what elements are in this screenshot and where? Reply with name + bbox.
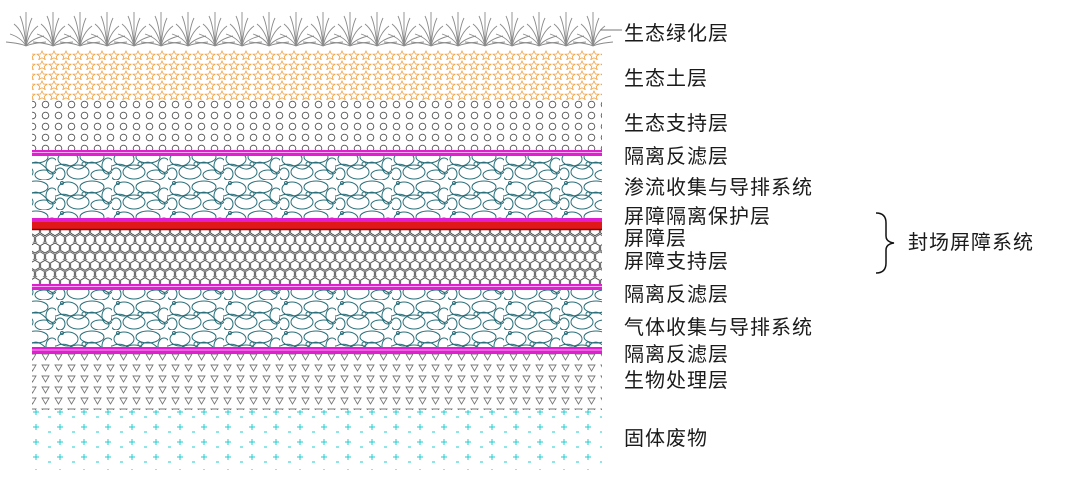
grass-tuft <box>437 12 479 47</box>
grass-tuft <box>167 12 209 47</box>
grass-tuft <box>302 12 344 47</box>
label-filter-1: 隔离反滤层 <box>624 144 729 168</box>
grass-tuft <box>572 12 614 47</box>
label-filter-3: 隔离反滤层 <box>624 342 729 366</box>
grass-tuft <box>5 12 47 47</box>
band-gas <box>32 290 602 347</box>
grass-tuft <box>248 12 290 47</box>
grass-tuft <box>545 12 587 47</box>
grass-tuft <box>32 12 74 47</box>
label-barrier-support: 屏障支持层 <box>624 249 729 273</box>
grass-tuft <box>221 12 263 47</box>
label-bio: 生物处理层 <box>624 368 729 392</box>
band-bio <box>32 354 602 410</box>
band-barrier-protect <box>32 222 602 229</box>
band-barrier <box>32 230 602 284</box>
label-waste: 固体废物 <box>624 426 708 450</box>
grass-tuft <box>383 12 425 47</box>
label-eco-support: 生态支持层 <box>624 111 729 135</box>
grass-tuft <box>329 12 371 47</box>
grass-tuft <box>59 12 101 47</box>
band-filter-1b <box>32 218 602 222</box>
group-label: 封场屏障系统 <box>908 230 1034 254</box>
grass-tuft <box>113 12 155 47</box>
label-barrier-protect: 屏障隔离保护层 <box>624 204 771 228</box>
band-waste <box>32 410 602 470</box>
band-eco-soil <box>32 50 602 100</box>
label-barrier: 屏障层 <box>624 226 687 250</box>
label-gas: 气体收集与导排系统 <box>624 315 813 339</box>
label-filter-2: 隔离反滤层 <box>624 282 729 306</box>
band-seepage <box>32 156 602 218</box>
grass-tuft <box>86 12 128 47</box>
band-eco-support <box>32 100 602 150</box>
grass-tuft <box>194 12 236 47</box>
label-eco-soil: 生态土层 <box>624 66 708 90</box>
group-brace <box>875 212 895 274</box>
grass-tuft <box>491 12 533 47</box>
grass-tuft <box>356 12 398 47</box>
label-seepage: 渗流收集与导排系统 <box>624 175 813 199</box>
grass-tuft <box>464 12 506 47</box>
label-eco-green: 生态绿化层 <box>624 21 729 45</box>
grass-tuft <box>275 12 317 47</box>
grass-tuft <box>518 12 560 47</box>
grass-tuft <box>140 12 182 47</box>
grass-tuft <box>410 12 452 47</box>
